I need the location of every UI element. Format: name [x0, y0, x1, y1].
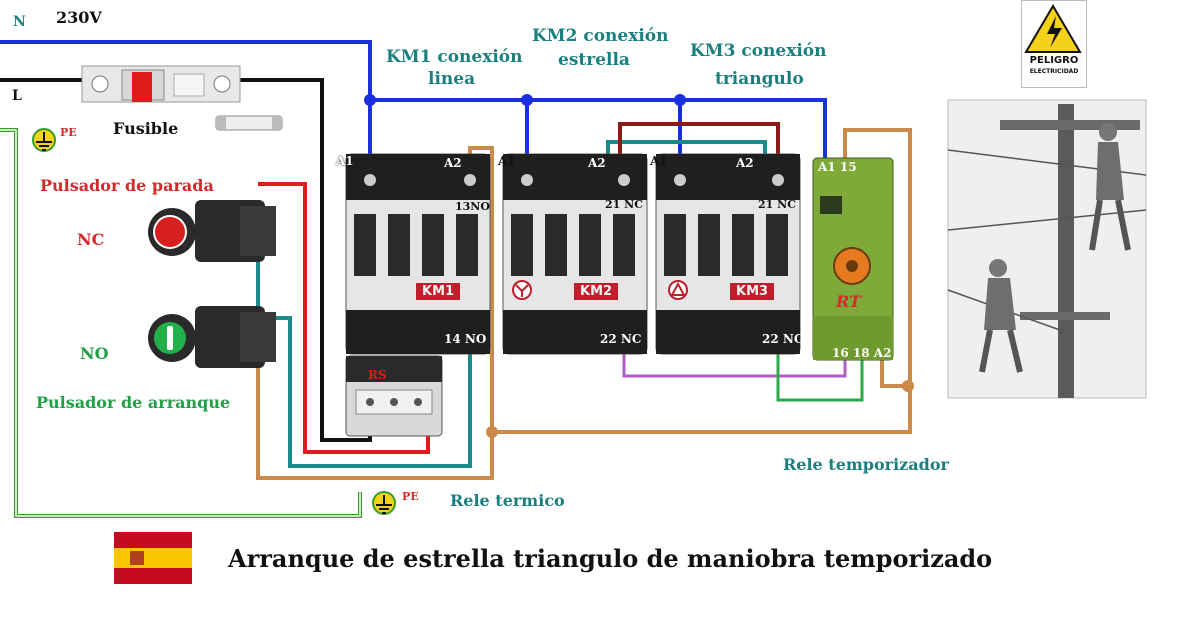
delta-icon: [668, 280, 688, 300]
timer-relay-label: Rele temporizador: [783, 455, 949, 474]
voltage-label: 230V: [56, 8, 102, 27]
thermal-relay-badge: RS: [368, 368, 387, 382]
thermal-relay-label: Rele termico: [450, 491, 565, 510]
km1-aux-bottom: 14 NO: [444, 332, 487, 346]
red-wire: [258, 182, 430, 454]
fuse-holder: [81, 65, 241, 103]
km3-a2: A2: [736, 156, 754, 170]
start-button-contact: NO: [80, 344, 109, 363]
brown-junction: [486, 426, 498, 438]
high-voltage-icon: [1024, 4, 1082, 53]
contactor-km3: [655, 153, 801, 355]
start-button-title: Pulsador de arranque: [36, 393, 231, 412]
timer-relay: [812, 157, 894, 361]
start-push-button: [148, 306, 276, 368]
km1-a2: A2: [444, 156, 462, 170]
timer-top-terminals: A1 15: [818, 160, 857, 174]
km3-badge: KM3: [730, 283, 775, 300]
warning-line2: ELECTRICIDAD: [1029, 68, 1079, 75]
km3-aux-bottom: 22 NC: [762, 332, 804, 346]
earth-icon: [32, 128, 56, 152]
km2-aux-bottom: 22 NC: [600, 332, 642, 346]
km2-heading-line1: KM2 conexión: [532, 26, 669, 46]
line-label: L: [12, 88, 22, 104]
km3-a1: A1: [650, 154, 668, 168]
km1-a1: A1: [336, 154, 354, 168]
warning-sign: PELIGRO ELECTRICIDAD: [1021, 0, 1087, 88]
timer-brand: RT: [836, 292, 861, 311]
km2-heading-line2: estrella: [558, 50, 630, 70]
km1-aux-top: 13NO: [455, 200, 490, 213]
km1-heading-line2: linea: [428, 69, 476, 89]
km2-a2: A2: [588, 156, 606, 170]
stop-button-contact: NC: [77, 230, 105, 249]
brown-junction-2: [902, 380, 914, 392]
contactor-km2: [502, 153, 648, 355]
km1-heading-line1: KM1 conexión: [386, 47, 523, 67]
purple-wire: [622, 338, 847, 378]
stop-button-title: Pulsador de parada: [40, 176, 214, 195]
contactor-km1: [345, 153, 491, 355]
lineman-sketch: [947, 99, 1147, 399]
earth-wire: [0, 128, 362, 518]
km2-badge: KM2: [574, 283, 619, 300]
neutral-label: N: [13, 14, 26, 30]
earth-icon-2: [372, 491, 396, 515]
star-icon: [512, 280, 532, 300]
fuse-cartridge: [215, 115, 283, 131]
spain-flag: [114, 532, 192, 584]
earth-label-2: PE: [402, 490, 419, 503]
km1-badge: KM1: [416, 283, 461, 300]
footer-title: Arranque de estrella triangulo de maniob…: [228, 544, 993, 573]
km2-a1: A1: [498, 154, 516, 168]
earth-label: PE: [60, 126, 77, 139]
km3-heading-line2: triangulo: [715, 69, 804, 89]
km2-aux-top: 21 NC: [605, 198, 643, 211]
fuse-label: Fusible: [113, 119, 179, 138]
thermal-relay: [345, 355, 443, 437]
km3-aux-top: 21 NC: [758, 198, 796, 211]
green-wire: [776, 338, 864, 402]
km3-heading-line1: KM3 conexión: [690, 41, 827, 61]
warning-line1: PELIGRO: [1029, 55, 1079, 66]
stop-push-button: [148, 200, 276, 262]
neutral-junctions: [364, 94, 686, 106]
timer-bottom-terminals: 16 18 A2: [832, 346, 892, 360]
